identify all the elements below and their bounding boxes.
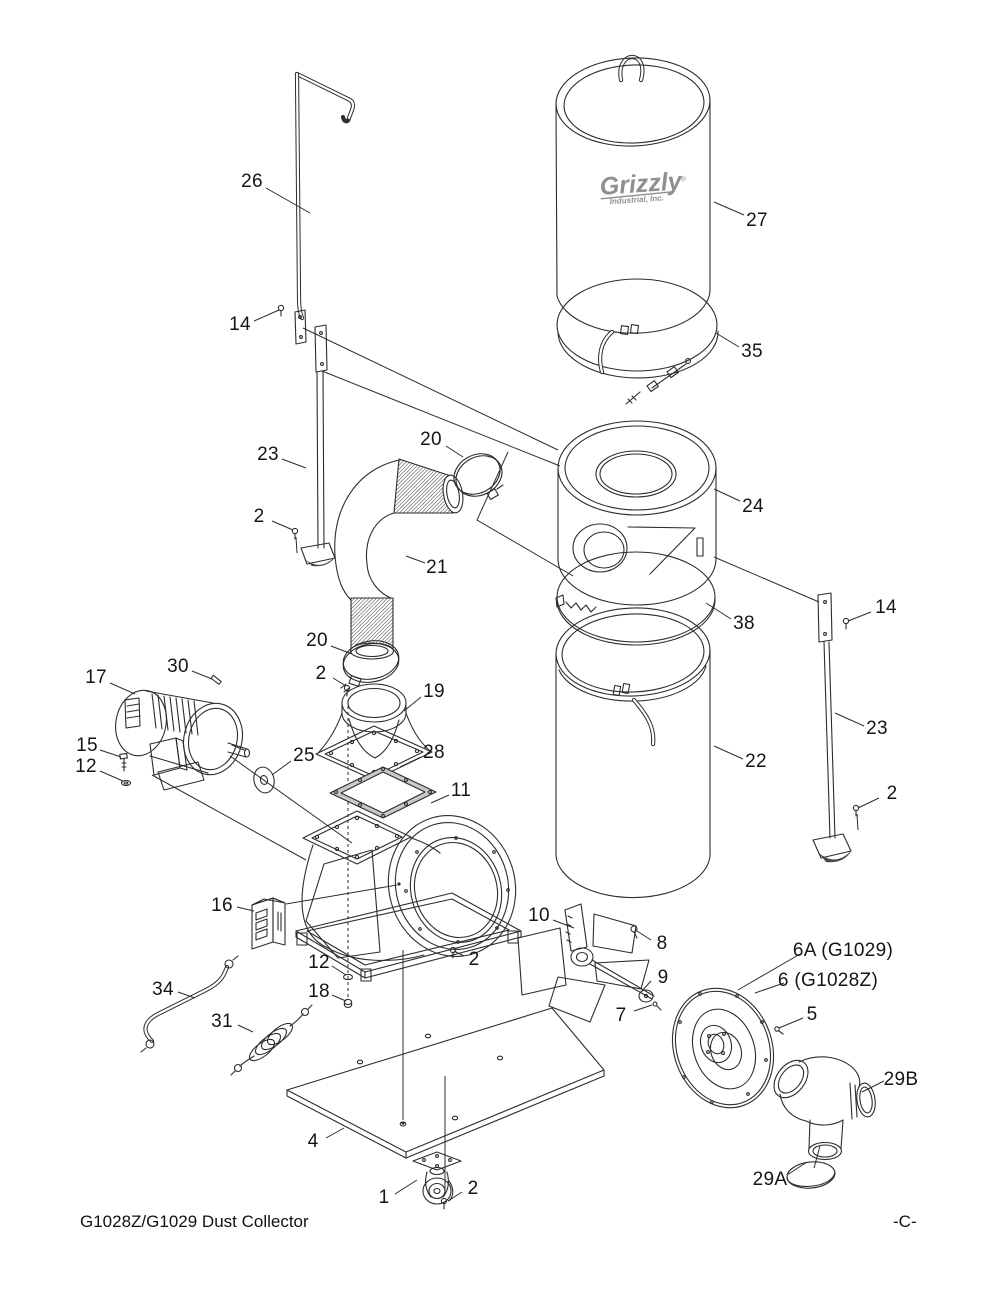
motor-mount-washer [120, 779, 132, 787]
motor-shaft-key [210, 674, 222, 685]
grizzly-logo: Grizzly ® Industrial, Inc. [599, 167, 688, 206]
callout-5: 5 [806, 1004, 818, 1025]
carriage-washer-and-nut [342, 973, 354, 1008]
callout-27: 27 [746, 210, 768, 231]
hose-clamp-lower [340, 640, 400, 693]
callout-leader-lines [99, 187, 885, 1202]
callout-12-mid: 12 [308, 952, 330, 973]
caster [412, 1151, 462, 1205]
callout-7: 7 [615, 1005, 627, 1026]
motor-mount-bolt [119, 752, 128, 772]
support-pole-left [300, 371, 336, 567]
callout-12-left: 12 [75, 756, 97, 777]
support-pole-right [812, 592, 852, 863]
screw-14-right [842, 617, 850, 630]
ground-wire [140, 955, 239, 1053]
callout-23-right: 23 [866, 718, 888, 739]
callout-2-housing: 2 [468, 949, 480, 970]
callout-2-left-pole: 2 [253, 506, 265, 527]
callout-21: 21 [426, 557, 448, 578]
callout-16: 16 [211, 895, 233, 916]
callout-10: 10 [528, 905, 550, 926]
callout-6a: 6A (G1029) [792, 940, 894, 961]
inlet-gasket [329, 766, 437, 819]
callout-23-left: 23 [257, 444, 279, 465]
cover-set-screw [652, 1001, 662, 1011]
paddle-switch [251, 897, 286, 950]
footer-page-marker: -C- [893, 1212, 917, 1231]
screw-2-housing-base [449, 946, 457, 959]
impeller-washer [638, 989, 654, 1003]
flex-hose [334, 458, 464, 660]
callout-38: 38 [733, 613, 755, 634]
footer-model-title: G1028Z/G1029 Dust Collector [80, 1212, 309, 1231]
shaft-washer [253, 766, 275, 794]
hanger-bracket-left [294, 309, 328, 373]
cover-screw [774, 1026, 784, 1035]
lower-collection-bag [555, 607, 711, 899]
callout-11: 11 [450, 780, 472, 801]
callout-20-lower: 20 [306, 630, 328, 651]
screw-2-transition [343, 684, 351, 697]
callout-2-transition: 2 [315, 663, 327, 684]
callout-26: 26 [241, 171, 263, 192]
callout-2-right-pole: 2 [886, 783, 898, 804]
callout-8: 8 [656, 933, 668, 954]
callout-25: 25 [293, 745, 315, 766]
housing-cover [671, 987, 775, 1109]
callout-29b: 29B [883, 1069, 919, 1090]
callout-2-caster: 2 [467, 1178, 479, 1199]
callout-29a: 29A [752, 1169, 788, 1190]
logo-registered-mark: ® [681, 175, 688, 183]
motor [115, 689, 251, 791]
bag-hanger-rod [294, 71, 356, 321]
blower-housing [295, 810, 522, 982]
callout-14-right: 14 [875, 597, 897, 618]
upper-bag-clamp [556, 278, 719, 405]
callout-31: 31 [211, 1011, 233, 1032]
drum-band-clamp [555, 551, 716, 646]
callout-19: 19 [423, 681, 445, 702]
callout-14-left: 14 [229, 314, 251, 335]
inlet-cap [786, 1161, 836, 1189]
base-plate [286, 1007, 605, 1159]
inlet-transition [315, 683, 433, 781]
screw-2-right-pole [852, 804, 860, 817]
hose-clamp-upper [453, 453, 504, 501]
callout-22: 22 [745, 751, 767, 772]
y-inlet-fitting [773, 1056, 876, 1161]
power-cord [230, 1004, 313, 1076]
callout-1: 1 [378, 1187, 390, 1208]
callout-4: 4 [307, 1131, 319, 1152]
callout-6: 6 (G1028Z) [777, 970, 879, 991]
callout-35: 35 [741, 341, 763, 362]
impeller-bolt [630, 925, 638, 939]
callout-28: 28 [423, 742, 445, 763]
callout-9: 9 [657, 967, 669, 988]
screw-14-left [277, 304, 285, 317]
screw-2-left-pole [291, 527, 299, 540]
callout-17: 17 [85, 667, 107, 688]
callout-20-upper: 20 [420, 429, 442, 450]
callout-15: 15 [76, 735, 98, 756]
callout-34: 34 [152, 979, 174, 1000]
callout-24: 24 [742, 496, 764, 517]
callout-30: 30 [167, 656, 189, 677]
callout-18: 18 [308, 981, 330, 1002]
caster-screw [440, 1197, 448, 1210]
separator-drum [557, 420, 717, 606]
assembly-lines [151, 327, 859, 1195]
